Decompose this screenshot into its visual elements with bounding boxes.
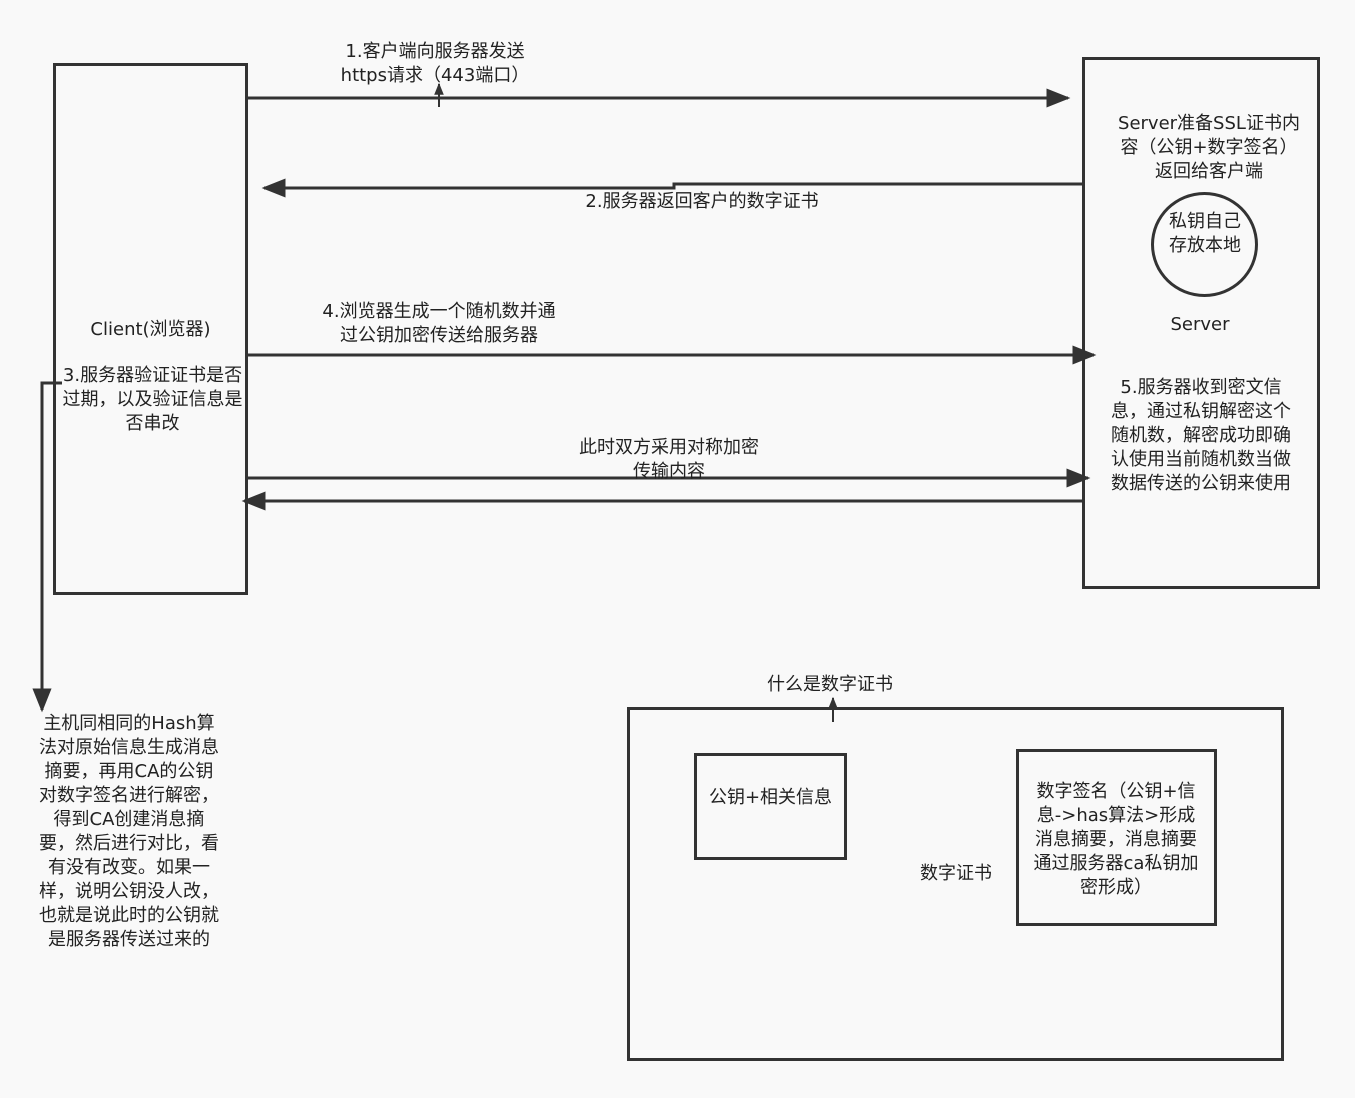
certificate-label: 数字证书 <box>920 863 992 884</box>
step4-label: 4.浏览器生成一个随机数并通过公钥加密传送给服务器 <box>322 301 556 346</box>
hash-verify-note: 主机同相同的Hash算法对原始信息生成消息摘要，再用CA的公钥对数字签名进行解密… <box>39 713 219 950</box>
public-key-box <box>694 753 847 860</box>
server-receive-note: 5.服务器收到密文信息，通过私钥解密这个随机数，解密成功即确认使用当前随机数当做… <box>1111 377 1291 494</box>
server-title: Server <box>1170 314 1230 335</box>
private-key-note: 私钥自己存放本地 <box>1169 211 1241 256</box>
private-key-circle <box>1151 192 1258 297</box>
public-key-box-text: 公钥+相关信息 <box>708 787 833 808</box>
client-verify-note: 3.服务器验证证书是否过期，以及验证信息是否串改 <box>62 365 243 434</box>
certificate-container <box>627 707 1284 1061</box>
client-title: Client(浏览器) <box>90 319 211 340</box>
step2-label: 2.服务器返回客户的数字证书 <box>585 191 819 212</box>
step1-label: 1.客户端向服务器发送https请求（443端口） <box>340 41 530 86</box>
server-box <box>1082 57 1320 589</box>
arrow-step2-return-cert <box>261 178 1082 198</box>
certificate-heading: 什么是数字证书 <box>767 674 893 695</box>
client-box <box>53 63 248 595</box>
signature-box <box>1016 749 1217 926</box>
signature-box-text: 数字签名（公钥+信息->has算法>形成消息摘要，消息摘要通过服务器ca私钥加密… <box>1033 781 1199 898</box>
symmetric-label: 此时双方采用对称加密传输内容 <box>579 437 759 482</box>
server-prepare-note: Server准备SSL证书内容（公钥+数字签名）返回给客户端 <box>1118 113 1300 182</box>
